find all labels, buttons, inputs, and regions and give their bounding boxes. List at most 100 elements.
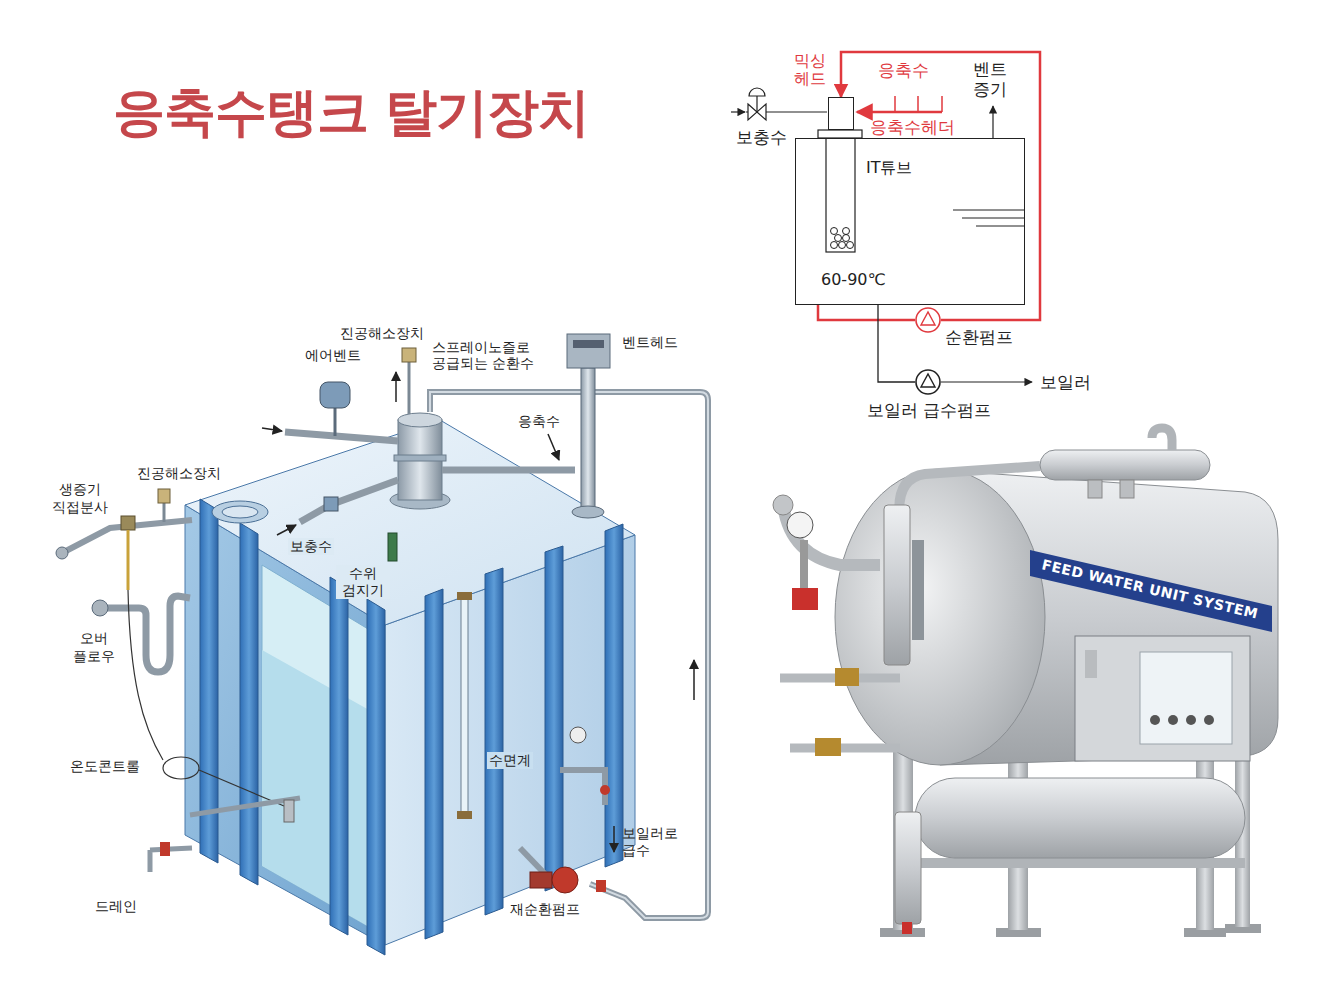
manhole — [212, 501, 268, 523]
flow-arrow — [548, 434, 559, 460]
pressure-gauge — [570, 727, 586, 743]
it-tube — [826, 138, 855, 252]
cutaway-window — [262, 565, 378, 932]
control-knob — [1168, 715, 1178, 725]
pump-outline — [915, 307, 941, 333]
flange — [92, 600, 108, 616]
flow-arrow — [395, 372, 397, 402]
top-pipe — [899, 466, 1040, 520]
control-box — [1075, 636, 1250, 761]
drain-valve — [160, 842, 170, 856]
brass-valve — [815, 738, 841, 756]
bubble — [831, 228, 838, 235]
pump-pipe — [520, 848, 545, 874]
pipe-connector — [818, 305, 915, 320]
stiffener-bar — [330, 577, 348, 935]
pump-triangle — [921, 312, 935, 325]
sight-glass-fitting — [457, 811, 472, 819]
tank-end-cap — [835, 469, 1045, 765]
destination-label: 보일러 — [1040, 372, 1091, 392]
flow-arrow — [262, 428, 282, 431]
part-name: 진공해소장치 — [340, 325, 424, 342]
part-name: 오버 플로우 — [66, 629, 122, 665]
breaker-stem — [408, 362, 411, 414]
breaker-stem — [163, 503, 166, 522]
pressure-gauge — [787, 512, 813, 538]
level-gauge — [884, 505, 910, 665]
control-knob — [1186, 715, 1196, 725]
node-text: 60-90℃ — [821, 271, 885, 289]
pump-triangle — [921, 374, 935, 387]
overflow-pipe — [106, 596, 190, 672]
control-knob — [1204, 715, 1214, 725]
water-level-line — [976, 226, 1025, 227]
stiffener-bar — [367, 599, 385, 955]
stiffener-bar — [200, 499, 218, 863]
sight-glass — [461, 598, 468, 813]
capillary-line — [128, 590, 163, 760]
flange — [1120, 480, 1134, 498]
control-knob — [1150, 715, 1160, 725]
flange — [1088, 480, 1102, 498]
control-window — [1140, 652, 1232, 744]
stiffener-bar — [485, 568, 503, 915]
pump-outline — [915, 369, 941, 395]
vent-opening — [573, 340, 604, 348]
vent-label: 벤트 증기 — [973, 60, 1013, 99]
header-branch — [941, 96, 943, 112]
part-name: 수위 검지기 — [336, 565, 390, 599]
part-name: 응축수 — [518, 413, 560, 430]
temperature-rod — [127, 530, 130, 590]
pipe-label: 보충수 — [736, 127, 787, 147]
makeup-pipe — [300, 480, 398, 522]
flow-arrow — [613, 826, 615, 852]
flange — [394, 455, 446, 461]
thermometer — [284, 800, 294, 822]
elbow-pipe — [783, 505, 880, 565]
valve-stem — [800, 540, 808, 588]
condensate-pipe — [442, 467, 575, 474]
circulation-pump-symbol: 순환펌프 — [915, 307, 941, 333]
vacuum-breaker — [402, 348, 416, 362]
pipe-connector — [878, 305, 915, 382]
pipe-label: 응축수헤더 — [870, 117, 955, 137]
hook-pipe — [1152, 428, 1172, 450]
lower-tank — [915, 778, 1245, 858]
hinge — [1085, 650, 1097, 678]
part-name: 보일러로 급수 — [622, 825, 692, 859]
pipe-highlight — [430, 392, 708, 918]
node-text: IT튜브 — [866, 159, 913, 177]
bubble — [843, 228, 850, 235]
level-gauge — [895, 812, 921, 924]
vent-pipe — [581, 368, 595, 512]
part-name: 에어벤트 — [305, 347, 361, 364]
vacuum-breaker — [158, 489, 170, 503]
part-name: 온도콘트롤 — [70, 758, 140, 775]
circulation-pipe — [430, 392, 708, 918]
part-name: 보충수 — [288, 538, 334, 555]
condensate-header-line — [857, 111, 942, 114]
pump-motor — [530, 872, 552, 888]
tank-box: IT튜브 60-90℃ — [795, 138, 1025, 305]
flange — [572, 506, 604, 518]
header-branch — [917, 96, 919, 112]
part-name: 진공해소장치 — [137, 465, 221, 482]
vent-arrow — [992, 106, 993, 138]
brass-valve — [835, 668, 859, 686]
air-vent-pipe — [285, 432, 398, 441]
flow-arrow — [277, 525, 296, 535]
bubble — [843, 235, 850, 242]
flange — [773, 495, 793, 515]
valve-body — [324, 497, 338, 511]
feed-arrow — [941, 381, 1032, 382]
level-detector — [388, 533, 397, 561]
pipe — [790, 744, 900, 753]
bubble — [831, 242, 838, 249]
part-name: 수면계 — [487, 752, 533, 769]
node-text: 믹싱 헤드 — [794, 52, 832, 89]
bubble — [847, 242, 854, 249]
node-text: 순환펌프 — [945, 328, 1013, 348]
